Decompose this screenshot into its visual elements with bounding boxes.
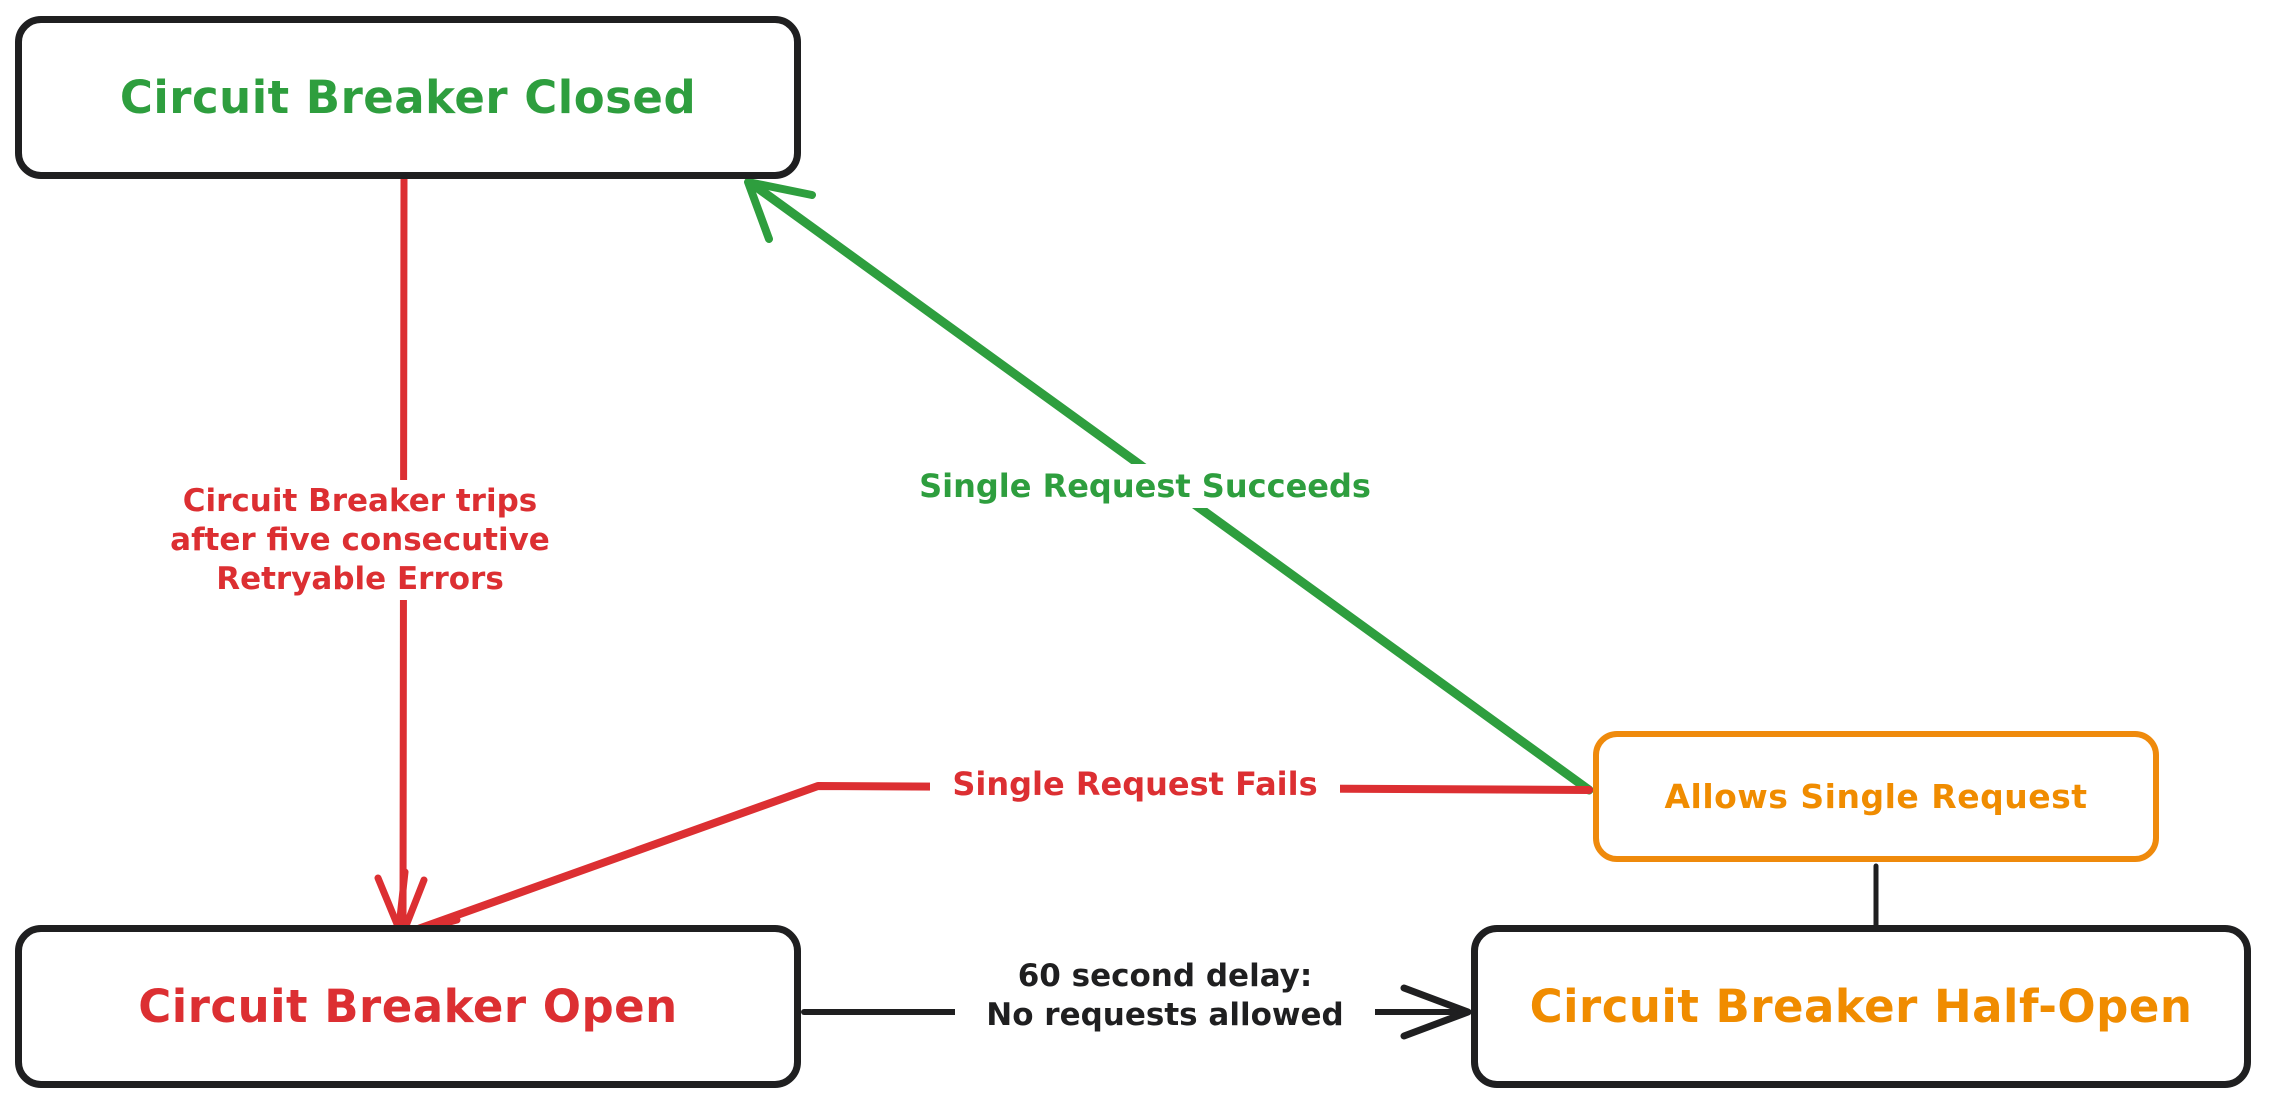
state-node-label-closed: Circuit Breaker Closed — [119, 71, 697, 124]
state-node-label-allows-single-request: Allows Single Request — [1664, 777, 2088, 816]
state-node-circuit-breaker-open[interactable]: Circuit Breaker Open — [15, 925, 801, 1088]
edge-label-circuit-breaker-trips: Circuit Breaker trips after five consecu… — [150, 480, 570, 601]
edge-label-single-request-fails: Single Request Fails — [930, 762, 1340, 806]
state-node-circuit-breaker-closed[interactable]: Circuit Breaker Closed — [15, 16, 801, 179]
edge-label-sixty-second-delay: 60 second delay: No requests allowed — [955, 955, 1375, 1037]
state-node-circuit-breaker-half-open[interactable]: Circuit Breaker Half-Open — [1471, 925, 2251, 1088]
state-node-allows-single-request[interactable]: Allows Single Request — [1593, 731, 2159, 862]
state-node-label-open: Circuit Breaker Open — [138, 980, 678, 1033]
edge-allows-to-open — [394, 782, 1593, 940]
edge-label-single-request-succeeds: Single Request Succeeds — [900, 464, 1390, 508]
state-node-label-half-open: Circuit Breaker Half-Open — [1529, 980, 2193, 1033]
